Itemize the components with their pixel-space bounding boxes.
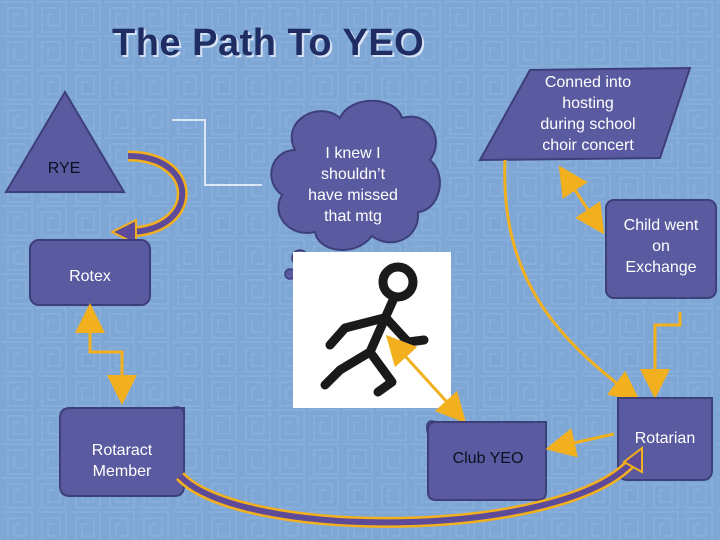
rotaract-rotarian-arrow-head	[622, 445, 643, 474]
child-box	[605, 199, 717, 299]
figure-clubyeo-arrow	[385, 334, 467, 424]
thought-label: I knew I shouldn’t have missed that mtg	[308, 145, 398, 225]
club-yeo-label: Club YEO	[452, 450, 524, 467]
rye-label: RYE	[47, 160, 81, 177]
child-label: Child went on Exchange	[623, 217, 699, 276]
rotaract-scroll-curl	[171, 406, 186, 421]
rye-arrow-head	[109, 218, 137, 246]
rotex-rotaract-arrow	[75, 303, 137, 405]
conned-child-arrow	[558, 165, 605, 235]
rotarian-label: Rotarian	[634, 430, 696, 447]
conned-label: Conned into hosting during school choir …	[540, 74, 636, 154]
club-yeo-scroll	[427, 421, 547, 501]
page-title: The Path To YEO	[112, 22, 425, 64]
rotarian-clubyeo-arrow	[545, 428, 615, 458]
stick-figure-panel	[293, 252, 451, 408]
rotaract-scroll	[59, 407, 185, 497]
rotaract-rotarian-arrow-inner	[177, 459, 635, 526]
rotaract-label: Rotaract Member	[91, 442, 153, 480]
conned-rotarian-arrow	[503, 159, 640, 402]
child-rotarian-arrow	[640, 312, 682, 399]
conned-parallelogram	[478, 66, 692, 162]
club-yeo-scroll-curl	[426, 420, 437, 435]
rotex-label: Rotex	[69, 268, 111, 285]
decorative-line	[172, 119, 262, 186]
rye-to-rotex-arrow-inner	[127, 153, 186, 235]
rye-triangle	[4, 90, 126, 193]
